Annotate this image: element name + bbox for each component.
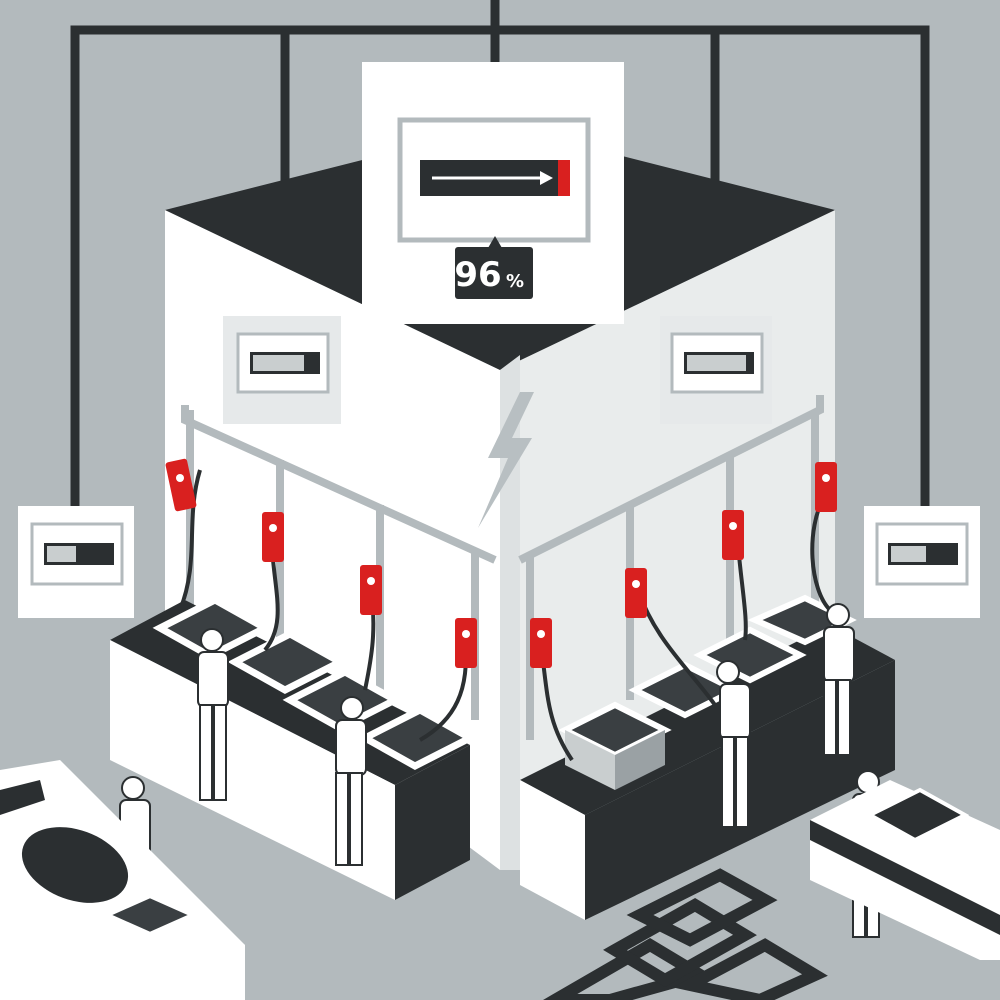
main-battery-level [558,160,570,196]
side-monitor-right-inner [660,316,772,424]
floor-battery-frames [543,868,828,1000]
left-trays [152,596,478,770]
side-monitor-left-inner [223,316,341,424]
main-monitor: 96 % [362,62,624,324]
foreground-right-table [810,780,1000,960]
right-trays [558,594,857,790]
foreground-left-table [0,760,245,1000]
battery-level [47,546,76,562]
worker [716,660,751,828]
percentage-badge [455,247,533,299]
side-monitor-left-outer [18,506,134,618]
battery-level [891,546,926,562]
side-monitor-right-outer [864,506,980,618]
battery-level [687,355,746,371]
arrow-right-icon [540,171,553,185]
percentage-value: 96 [454,255,501,295]
power-socket-icon [165,458,837,668]
worker [823,603,855,756]
worker [335,696,367,866]
percentage-unit: % [506,271,524,292]
worker [197,628,229,801]
battery-level [253,355,304,371]
